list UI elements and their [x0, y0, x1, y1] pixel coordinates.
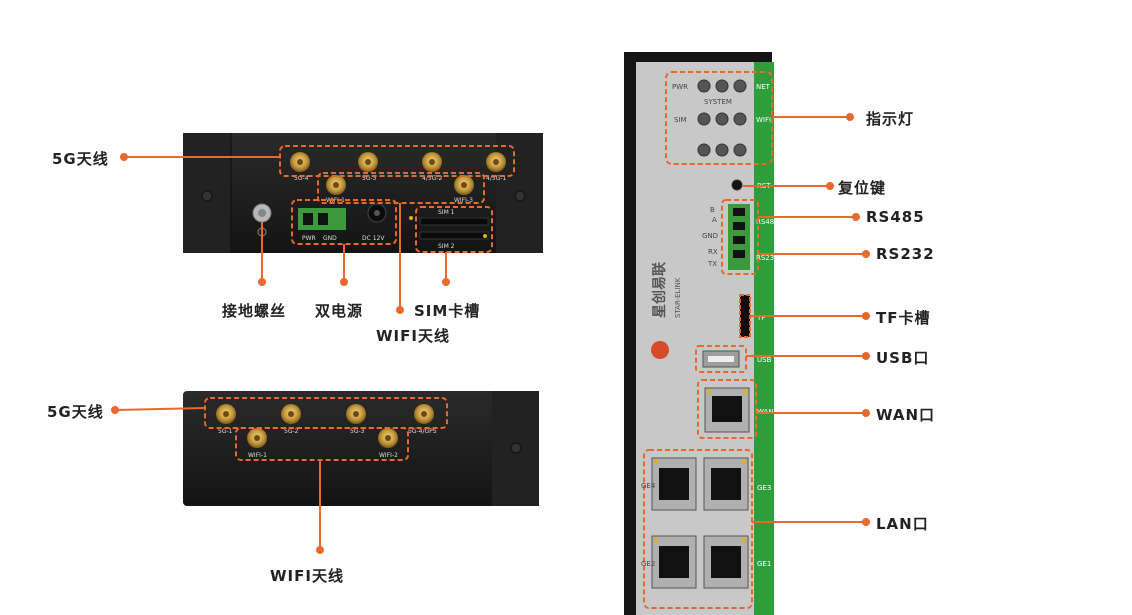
svg-text:SYSTEM: SYSTEM — [704, 98, 732, 106]
highlight-5g-top — [279, 145, 515, 177]
label-5g-antenna-bottom: 5G天线 — [47, 403, 104, 421]
svg-text:SIM 1: SIM 1 — [438, 209, 455, 216]
antenna-connectors-wifi-top — [326, 175, 474, 195]
label-wan: WAN口 — [876, 406, 936, 424]
svg-text:RS232: RS232 — [756, 254, 779, 262]
svg-text:5G-3: 5G-3 — [350, 428, 365, 435]
svg-text:5G-2: 5G-2 — [284, 428, 299, 435]
highlight-wifi-bottom — [235, 427, 409, 461]
sim-slots — [409, 216, 489, 240]
brand-logo-text: 星创易联 — [651, 261, 668, 318]
svg-text:TX: TX — [707, 260, 717, 268]
svg-text:GE4: GE4 — [641, 482, 656, 490]
svg-text:WIFI-2: WIFI-2 — [379, 452, 398, 459]
highlight-5g-bottom — [204, 397, 448, 429]
label-usb: USB口 — [876, 349, 930, 367]
svg-text:GND: GND — [702, 232, 718, 240]
svg-text:A: A — [712, 216, 717, 224]
svg-text:WIFI-1: WIFI-1 — [248, 452, 267, 459]
highlight-wan — [697, 379, 757, 439]
svg-text:TF: TF — [756, 314, 765, 322]
svg-text:SIM: SIM — [674, 116, 687, 124]
svg-text:B: B — [710, 206, 715, 214]
svg-text:5G-3: 5G-3 — [362, 175, 377, 182]
svg-text:GE2: GE2 — [641, 560, 655, 568]
label-sim-slot: SIM卡槽 — [414, 302, 481, 320]
svg-text:SIM 2: SIM 2 — [438, 243, 455, 250]
svg-text:PWR: PWR — [672, 83, 688, 91]
bottom-device: 5G-1 5G-2 5G-3 5G-4/GPS WIFI-1 WIFI-2 — [111, 391, 539, 554]
highlight-usb — [695, 345, 747, 373]
label-ground-screw: 接地螺丝 — [222, 302, 287, 320]
side-device: PWR SYSTEM SIM NET WIFI RST B A GND RX T… — [624, 52, 870, 615]
label-reset: 复位键 — [838, 179, 887, 197]
svg-text:WIFI: WIFI — [756, 116, 771, 124]
top-device: 5G-4 5G-3 4/5G-2 4/5G-1 WIFI-1 WIFI-3 PW… — [120, 133, 543, 314]
label-wifi-antenna-bottom: WIFI天线 — [270, 567, 344, 585]
svg-text:PWR: PWR — [302, 235, 316, 242]
brand-logo-icon — [651, 341, 669, 359]
label-indicator: 指示灯 — [866, 110, 915, 128]
svg-text:WIFI-1: WIFI-1 — [326, 197, 345, 204]
highlight-serial — [721, 199, 759, 275]
tf-slot — [739, 294, 751, 338]
indicator-leds — [697, 79, 747, 157]
lan-ports — [651, 457, 749, 589]
svg-text:DC 12V: DC 12V — [362, 235, 385, 242]
label-rs232: RS232 — [876, 245, 935, 263]
svg-text:5G-4/GPS: 5G-4/GPS — [408, 428, 437, 435]
svg-text:GND: GND — [323, 235, 337, 242]
svg-text:5G-4: 5G-4 — [294, 175, 309, 182]
label-wifi-antenna-top: WIFI天线 — [376, 327, 450, 345]
svg-text:RX: RX — [708, 248, 718, 256]
label-tf-slot: TF卡槽 — [876, 309, 931, 327]
label-rs485: RS485 — [866, 208, 925, 226]
antenna-connectors-wifi-bottom — [247, 428, 398, 448]
label-dual-power: 双电源 — [315, 302, 364, 320]
antenna-connectors-5g-bottom — [216, 404, 434, 424]
highlight-lan — [643, 449, 753, 609]
svg-text:STAR-ELINK: STAR-ELINK — [674, 277, 682, 318]
label-lan: LAN口 — [876, 515, 929, 533]
highlight-sim — [415, 206, 493, 253]
label-5g-antenna-top: 5G天线 — [52, 150, 109, 168]
svg-text:WIFI-3: WIFI-3 — [454, 197, 473, 204]
highlight-wifi-top — [317, 172, 485, 204]
power-terminal — [298, 203, 387, 230]
svg-text:GE3: GE3 — [757, 484, 771, 492]
svg-text:RS485: RS485 — [756, 218, 779, 226]
serial-terminal — [728, 204, 750, 270]
svg-text:4/5G-1: 4/5G-1 — [486, 175, 506, 182]
green-strip — [754, 62, 774, 615]
reset-hole — [731, 179, 743, 191]
svg-text:NET: NET — [756, 83, 771, 91]
svg-text:4/5G-2: 4/5G-2 — [422, 175, 442, 182]
svg-text:USB: USB — [757, 356, 772, 364]
antenna-connectors-5g-top — [290, 152, 506, 172]
svg-text:GE1: GE1 — [757, 560, 771, 568]
svg-text:5G-1: 5G-1 — [218, 428, 233, 435]
